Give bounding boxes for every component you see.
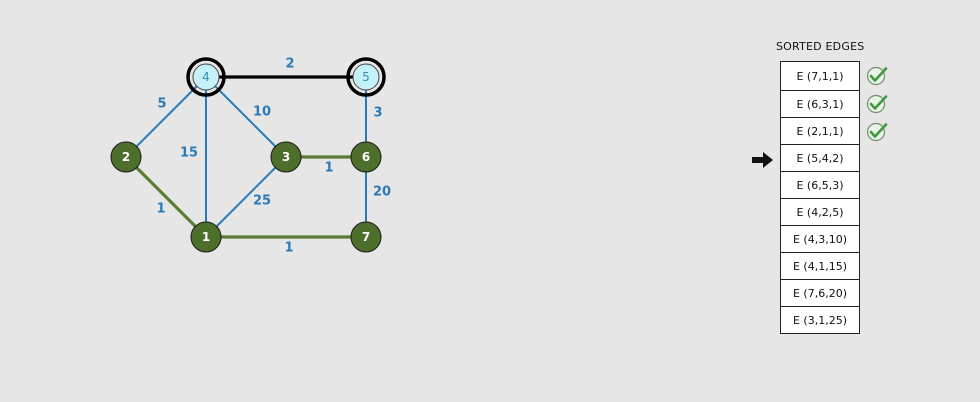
edge-weight-4-3: 10 bbox=[253, 105, 271, 120]
sorted-edge-row: E (6,3,1) bbox=[781, 90, 859, 117]
node-label-7: 7 bbox=[362, 230, 370, 244]
sorted-edge-row: E (6,5,3) bbox=[781, 171, 859, 198]
sorted-edge-row: E (4,3,10) bbox=[781, 225, 859, 252]
sorted-edges-title: SORTED EDGES bbox=[776, 40, 865, 53]
edge-3-1 bbox=[205, 156, 287, 238]
edge-2-1 bbox=[124, 155, 208, 239]
edge-weight-4-1: 15 bbox=[180, 146, 198, 161]
sorted-edge-row: E (3,1,25) bbox=[781, 306, 859, 333]
node-3[interactable]: 3 bbox=[270, 141, 302, 173]
edge-weight-3-6: 1 bbox=[324, 161, 333, 176]
node-2[interactable]: 2 bbox=[110, 141, 142, 173]
node-label-1: 1 bbox=[202, 230, 210, 244]
node-label-2: 2 bbox=[122, 150, 130, 164]
edge-weight-1-7: 1 bbox=[284, 241, 293, 256]
sorted-edge-row: E (7,6,20) bbox=[781, 279, 859, 306]
sorted-edge-row: E (4,2,5) bbox=[781, 198, 859, 225]
sorted-edge-row: E (4,1,15) bbox=[781, 252, 859, 279]
checkmark-icon bbox=[866, 66, 888, 86]
edge-weight-3-1: 25 bbox=[253, 194, 271, 209]
edge-weight-6-7: 20 bbox=[373, 185, 391, 200]
sorted-edges-list: E (7,1,1) E (6,3,1)E (2,1,1)E (5,4,2)E (6… bbox=[780, 61, 860, 334]
sorted-edge-row: E (2,1,1) bbox=[781, 117, 859, 144]
node-1[interactable]: 1 bbox=[190, 221, 222, 253]
edge-weight-5-6: 3 bbox=[373, 106, 382, 121]
node-label-6: 6 bbox=[362, 150, 370, 164]
edge-weight-4-5: 2 bbox=[285, 57, 294, 72]
sorted-edge-row: E (5,4,2) bbox=[781, 144, 859, 171]
node-label-3: 3 bbox=[282, 150, 290, 164]
node-4[interactable]: 4 bbox=[186, 57, 226, 97]
checkmark-icon bbox=[866, 94, 888, 114]
node-label-5: 5 bbox=[362, 70, 370, 84]
node-5[interactable]: 5 bbox=[346, 57, 386, 97]
sorted-edge-row: E (7,1,1) bbox=[796, 69, 844, 83]
node-label-4: 4 bbox=[202, 70, 210, 84]
edge-weight-4-2: 5 bbox=[157, 97, 166, 112]
edge-weight-2-1: 1 bbox=[156, 202, 165, 217]
node-7[interactable]: 7 bbox=[350, 221, 382, 253]
node-6[interactable]: 6 bbox=[350, 141, 382, 173]
checkmark-icon bbox=[866, 122, 888, 142]
arrow-right-icon bbox=[752, 152, 773, 168]
